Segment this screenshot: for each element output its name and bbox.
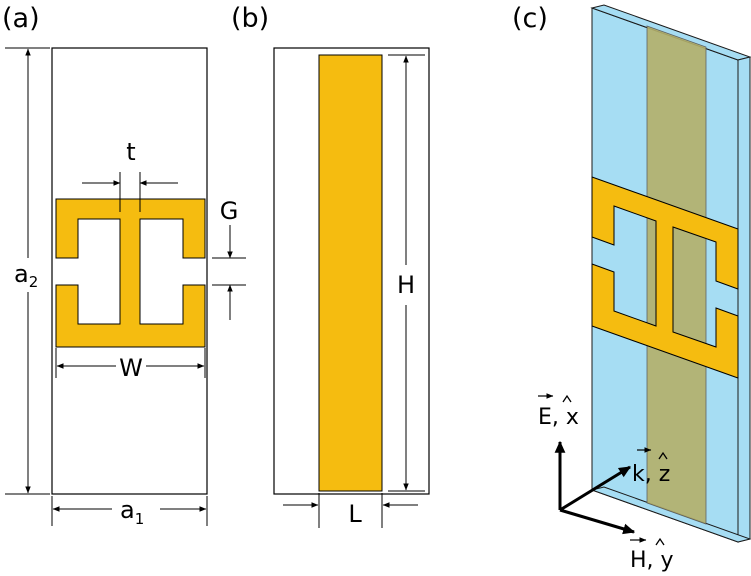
h-axis-label: H, y — [630, 537, 674, 573]
unit-cell-b-outline — [273, 47, 430, 495]
k-axis-arrow — [559, 465, 632, 512]
l-dimension: L — [283, 493, 418, 528]
panel-c: (c) E, x k, z — [512, 3, 751, 573]
panel-a: (a) t G a2 — [2, 3, 246, 528]
a1-dimension: a1 — [51, 496, 208, 528]
svg-text:H, y: H, y — [630, 548, 674, 573]
h-dimension: H — [388, 54, 425, 492]
panel-b: (b) H L — [231, 3, 430, 528]
panel-b-label: (b) — [231, 3, 269, 34]
t-dimension: t — [82, 138, 178, 212]
g-label: G — [220, 197, 239, 225]
h-axis-arrow — [559, 508, 636, 535]
panel-a-label: (a) — [2, 3, 40, 34]
g-dimension: G — [212, 197, 246, 320]
e-axis-label: E, x — [538, 393, 579, 430]
k-axis-label: k, z — [632, 447, 670, 487]
svg-text:E, x: E, x — [538, 405, 579, 430]
a2-label: a2 — [14, 260, 38, 291]
h-resonator — [55, 198, 206, 348]
w-dimension: W — [55, 348, 206, 382]
panel-c-label: (c) — [512, 3, 548, 34]
h-label: H — [397, 271, 415, 299]
unit-cell-a-outline — [51, 47, 208, 495]
a1-label: a1 — [120, 496, 144, 528]
svg-text:k, z: k, z — [632, 462, 670, 487]
l-label: L — [348, 500, 362, 528]
t-label: t — [126, 138, 135, 166]
h-resonator-3d — [591, 176, 739, 379]
a2-dimension: a2 — [5, 47, 50, 495]
wire-strip — [318, 54, 383, 492]
axes: E, x k, z H, y — [538, 393, 674, 573]
w-label: W — [119, 354, 143, 382]
